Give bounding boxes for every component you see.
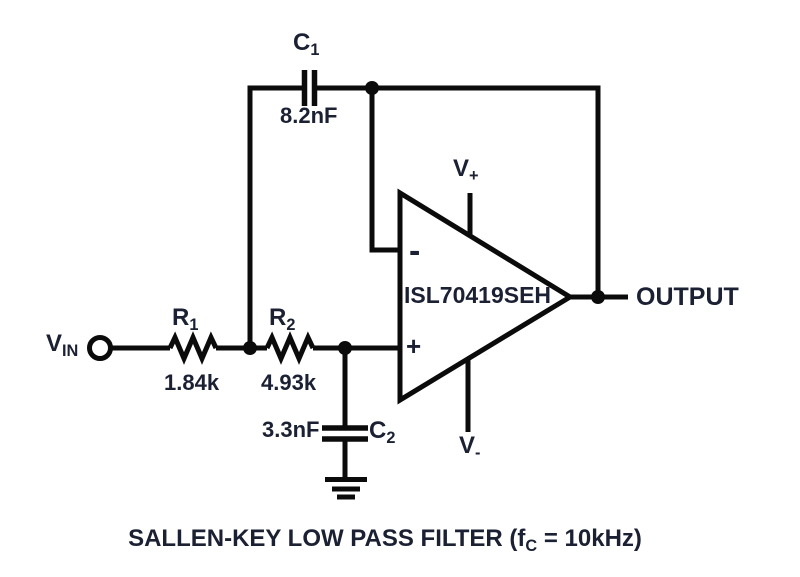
junction-dot-c2 [338, 341, 352, 355]
r1-ref-sub: 1 [189, 315, 199, 334]
vin-label-base: V [46, 330, 63, 357]
c2-value: 3.3nF [262, 417, 320, 442]
r2-ref-sub: 2 [286, 315, 296, 334]
junction-dot-feedback [365, 81, 379, 95]
opamp-part-number: ISL70419SEH [404, 282, 552, 308]
caption-post: = 10kHz) [537, 525, 642, 552]
input-terminal-circle [87, 335, 113, 361]
vminus-base: V [459, 432, 476, 459]
ground-symbol [325, 477, 367, 500]
r2-value: 4.93k [261, 370, 317, 395]
c2-ref-label: C2 [369, 417, 396, 447]
inverting-pin-label: - [409, 232, 421, 270]
c1-value: 8.2nF [280, 103, 338, 128]
c1-ref-base: C [293, 29, 311, 56]
wire-feedback-top [317, 85, 601, 297]
wire-feedback-left [247, 85, 302, 348]
r2-ref-label: R2 [269, 304, 296, 334]
vplus-sub: + [469, 166, 479, 185]
c1-ref-label: C1 [293, 29, 320, 59]
caption-pre: SALLEN-KEY LOW PASS FILTER (f [128, 525, 526, 552]
c2-ref-sub: 2 [386, 428, 396, 447]
vminus-label: V- [459, 432, 481, 462]
r1-ref-base: R [172, 304, 190, 331]
c1-ref-sub: 1 [310, 40, 320, 59]
diagram-caption: SALLEN-KEY LOW PASS FILTER (fC = 10kHz) [0, 525, 770, 555]
vplus-base: V [453, 155, 470, 182]
junction-dot-output [591, 290, 605, 304]
noninverting-pin-label: + [406, 331, 422, 361]
wire-to-inverting [369, 88, 400, 253]
junction-dot-r1-r2 [243, 341, 257, 355]
opamp-triangle [397, 188, 575, 405]
vplus-label: V+ [453, 155, 479, 185]
caption-sub: C [525, 536, 538, 555]
vin-label: VIN [46, 330, 79, 360]
resistor-r1-symbol [167, 331, 219, 365]
vin-label-sub: IN [62, 341, 79, 360]
resistor-r2-symbol [264, 331, 316, 365]
r2-ref-base: R [269, 304, 287, 331]
r1-ref-label: R1 [172, 304, 199, 334]
r1-value: 1.84k [164, 370, 220, 395]
vminus-sub: - [475, 443, 481, 462]
output-label: OUTPUT [636, 283, 739, 311]
c2-ref-base: C [369, 417, 387, 444]
